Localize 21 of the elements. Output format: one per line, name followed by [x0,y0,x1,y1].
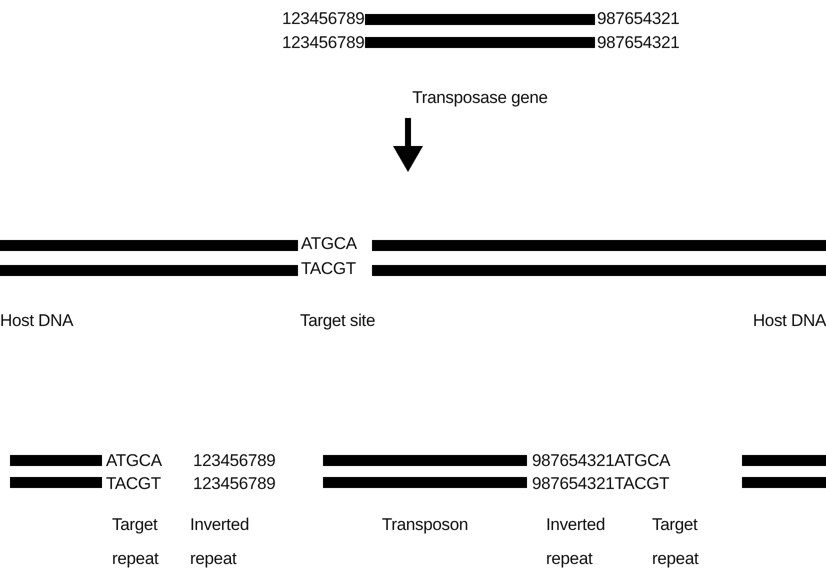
label: Inverted repeat [190,514,250,570]
label: 123456789 [282,33,364,53]
label: Target site [300,311,376,331]
label: Transposon [382,515,468,535]
label: 123456789 [282,9,364,29]
label: ATGCA [106,451,162,471]
label: Transposase gene [412,88,548,108]
label: Inverted repeat [546,514,606,570]
label: TACGT [106,474,161,494]
label: 987654321ATGCA [532,451,670,471]
label: 987654321 [597,33,680,53]
label: Host DNA [0,311,74,331]
label: ATGCA [301,234,357,254]
label: 123456789 [193,474,276,494]
label: 987654321TACGT [532,474,670,494]
label: 987654321 [597,9,680,29]
label: Target repeat [652,514,700,570]
label: 123456789 [193,451,276,471]
label: Host DNA [752,311,826,331]
label: Target repeat [112,514,160,570]
label: TACGT [301,259,356,279]
